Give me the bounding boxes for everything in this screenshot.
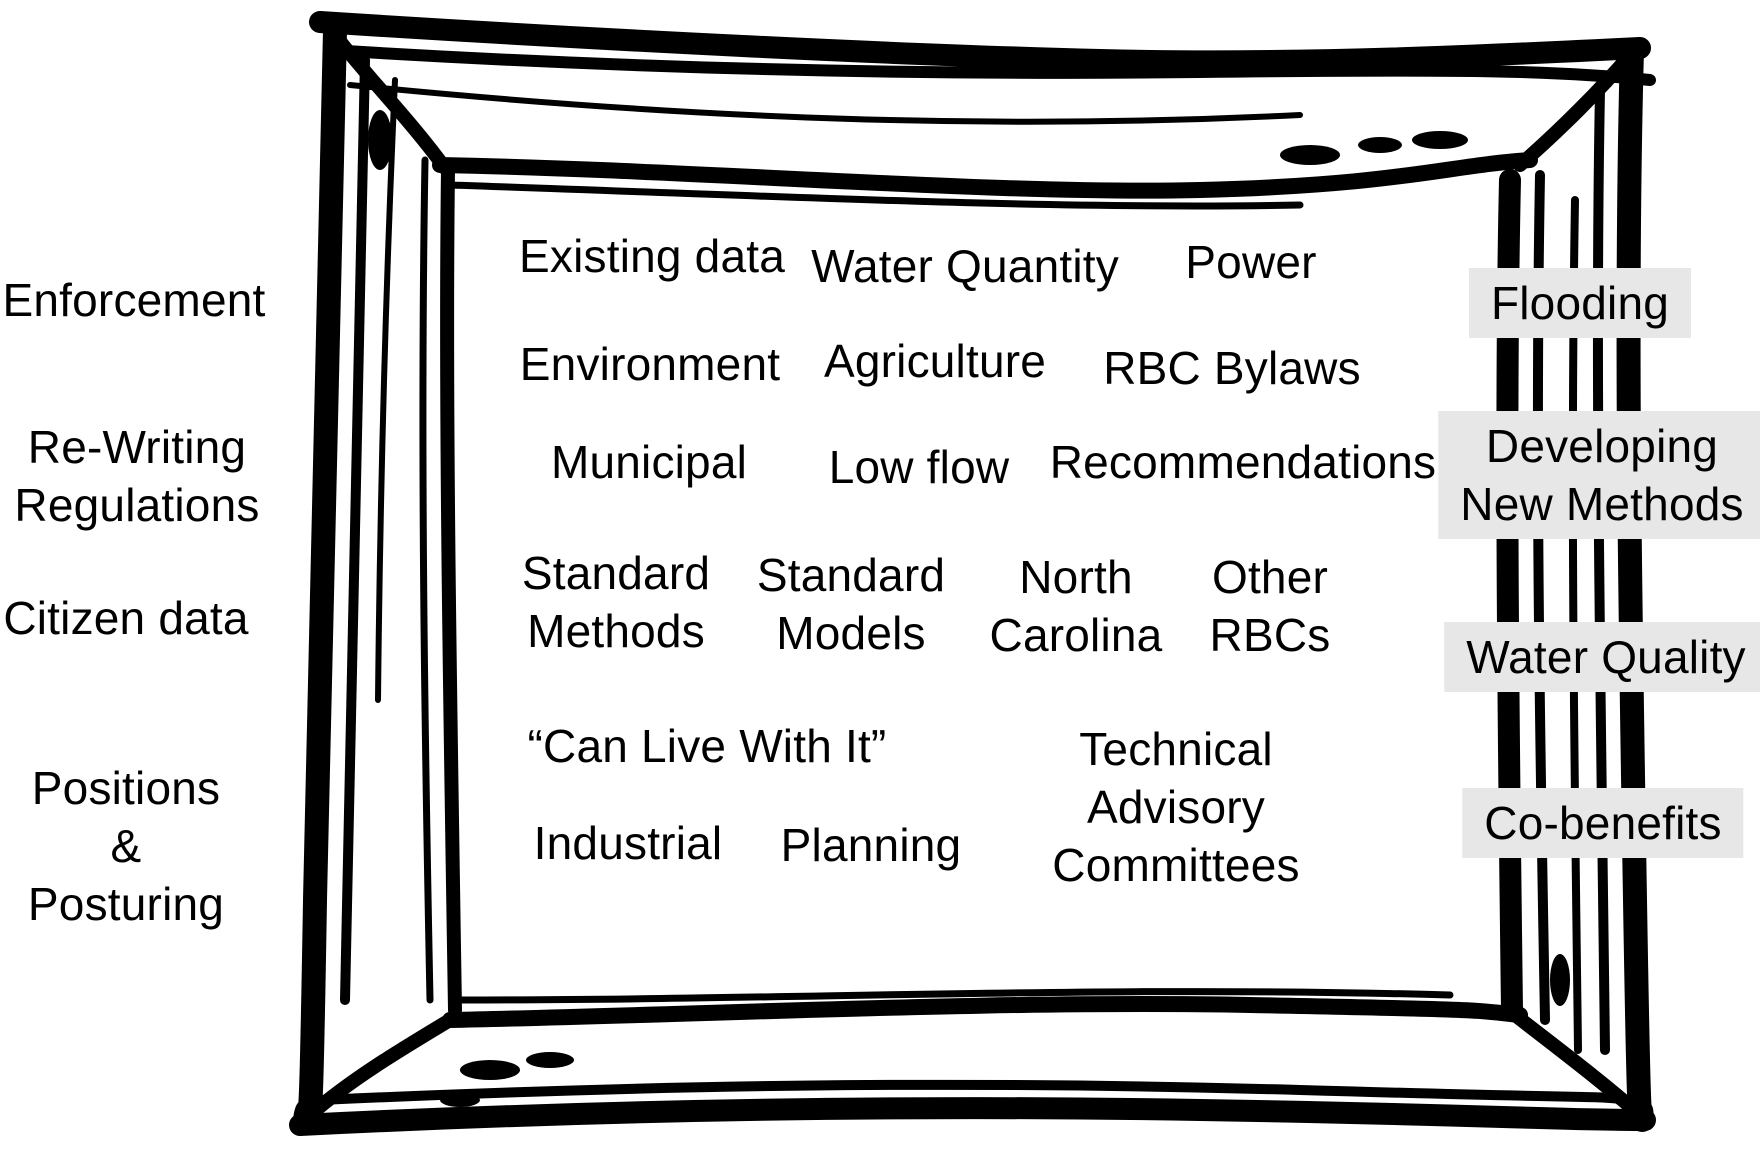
label-power: Power <box>1185 233 1316 291</box>
label-municipal-line: Municipal <box>550 436 748 488</box>
label-environment: Environment <box>520 335 780 393</box>
label-agriculture-line: Agriculture <box>823 335 1047 387</box>
label-water-quantity: Water Quantity <box>811 237 1119 295</box>
label-technical-line1: Technical <box>1079 723 1273 775</box>
label-citizen-data: Citizen data <box>3 589 248 647</box>
label-recommendations-line: Recommendations <box>1049 436 1437 488</box>
label-municipal: Municipal <box>551 433 747 491</box>
label-north-carolina: North Carolina <box>990 548 1163 664</box>
label-standard-models: Standard Models <box>757 546 945 662</box>
label-developing-line1: Developing <box>1485 420 1719 472</box>
label-standard-models-line2: Models <box>776 607 926 659</box>
label-planning-line: Planning <box>780 819 962 871</box>
label-positions-posturing: Positions & Posturing <box>28 759 224 933</box>
label-industrial-line: Industrial <box>533 817 723 869</box>
label-rewriting-line2: Regulations <box>14 479 260 531</box>
label-standard-methods: Standard Methods <box>522 544 710 660</box>
label-standard-methods-line1: Standard <box>521 547 711 599</box>
label-enforcement: Enforcement <box>3 271 266 329</box>
label-standard-models-line1: Standard <box>756 549 946 601</box>
label-flooding: Flooding <box>1468 268 1692 338</box>
label-recommendations: Recommendations <box>1050 433 1437 491</box>
label-planning: Planning <box>781 816 962 874</box>
label-other-rbcs-line1: Other <box>1211 551 1329 603</box>
label-rewriting-regulations: Re-Writing Regulations <box>14 418 259 534</box>
label-standard-methods-line2: Methods <box>527 605 705 657</box>
label-rbc-bylaws-line: RBC Bylaws <box>1103 342 1361 394</box>
label-co-benefits: Co-benefits <box>1462 788 1744 858</box>
label-water-quality: Water Quality <box>1444 622 1760 692</box>
label-positions-line2: & <box>110 820 142 872</box>
label-existing-data-line: Existing data <box>519 230 785 282</box>
label-co-benefits-line: Co-benefits <box>1484 797 1722 849</box>
label-environment-line: Environment <box>519 338 781 390</box>
label-technical-line2: Advisory <box>1086 781 1265 833</box>
label-existing-data: Existing data <box>519 227 785 285</box>
label-positions-line3: Posturing <box>27 878 225 930</box>
label-developing-line2: New Methods <box>1460 478 1744 530</box>
label-water-quality-line: Water Quality <box>1466 631 1746 683</box>
label-developing-new-methods: Developing New Methods <box>1438 411 1760 539</box>
label-positions-line1: Positions <box>31 762 221 814</box>
label-enforcement-line: Enforcement <box>2 274 266 326</box>
label-other-rbcs-line2: RBCs <box>1209 609 1331 661</box>
label-north-carolina-line1: North <box>1019 551 1133 603</box>
label-north-carolina-line2: Carolina <box>989 609 1163 661</box>
label-flooding-line: Flooding <box>1490 277 1670 329</box>
label-technical-line3: Committees <box>1052 839 1300 891</box>
label-low-flow-line: Low flow <box>828 441 1010 493</box>
label-water-quantity-line: Water Quantity <box>811 240 1119 292</box>
label-other-rbcs: Other RBCs <box>1210 548 1331 664</box>
label-power-line: Power <box>1185 236 1317 288</box>
label-agriculture: Agriculture <box>824 332 1046 390</box>
label-can-live-with-it: “Can Live With It” <box>528 717 887 775</box>
label-industrial: Industrial <box>534 814 723 872</box>
label-low-flow: Low flow <box>829 438 1010 496</box>
label-citizen-data-line: Citizen data <box>3 592 249 644</box>
label-rewriting-line1: Re-Writing <box>27 421 247 473</box>
label-can-live-with-it-line: “Can Live With It” <box>527 720 887 772</box>
label-rbc-bylaws: RBC Bylaws <box>1103 339 1361 397</box>
label-technical-advisory-committees: Technical Advisory Committees <box>1052 720 1299 894</box>
